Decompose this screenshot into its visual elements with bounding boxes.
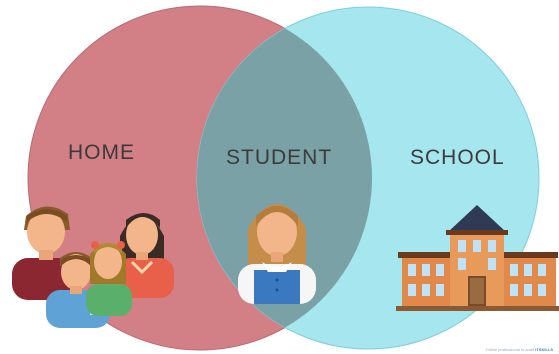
school-building-icon [396,205,559,311]
student-icon [238,204,316,304]
credit-text: Online professional to audit [485,347,535,352]
student-label: STUDENT [226,146,333,169]
image-credit: Online professional to audit ITSKILLS [486,347,553,352]
home-label: HOME [68,141,135,164]
family-icon [12,206,174,328]
credit-brand: ITSKILLS [535,347,553,352]
school-label: SCHOOL [410,146,505,169]
